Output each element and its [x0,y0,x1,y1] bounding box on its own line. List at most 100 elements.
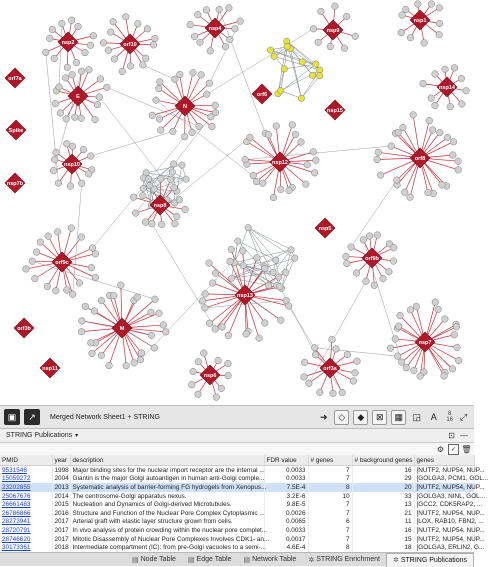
protein-node[interactable] [350,378,357,385]
protein-node[interactable] [172,220,179,227]
protein-node[interactable] [449,366,456,373]
protein-node[interactable] [262,320,269,327]
protein-node[interactable] [92,250,99,257]
protein-node[interactable] [212,102,219,109]
protein-node[interactable] [451,65,458,72]
protein-node[interactable] [332,3,339,10]
protein-node[interactable] [436,5,443,12]
viral-protein-hub[interactable]: nsp2 [58,32,78,52]
protein-node[interactable] [167,176,174,183]
protein-node[interactable] [453,324,460,331]
viral-protein-hub[interactable]: nsp15 [325,100,345,120]
checkbox-icon[interactable]: ✓ [448,444,459,455]
protein-node[interactable] [206,260,213,267]
protein-node[interactable] [266,282,272,288]
protein-node[interactable] [62,75,69,82]
protein-node[interactable] [189,129,196,136]
protein-node[interactable] [78,68,85,75]
protein-node[interactable] [317,389,324,396]
protein-node[interactable] [170,128,177,135]
protein-node[interactable] [190,368,197,375]
protein-node[interactable] [265,131,272,138]
protein-node[interactable] [312,344,319,351]
protein-node[interactable] [402,6,409,13]
protein-node[interactable] [63,116,70,123]
protein-node[interactable] [156,116,163,123]
protein-node[interactable] [104,84,111,91]
protein-node[interactable] [67,183,74,190]
protein-node[interactable] [450,152,457,159]
protein-node[interactable] [160,322,167,329]
protein-node[interactable] [206,80,213,87]
protein-node[interactable] [87,42,94,49]
protein-node[interactable] [455,357,462,364]
protein-node[interactable] [292,255,298,261]
protein-node[interactable] [313,157,320,164]
protein-node[interactable] [212,270,219,277]
interaction-edge[interactable] [315,348,398,356]
protein-node[interactable] [50,167,57,174]
protein-node[interactable] [216,6,223,13]
protein-node[interactable] [68,225,75,232]
protein-node[interactable] [344,351,351,358]
protein-node[interactable] [317,67,323,73]
viral-protein-hub[interactable]: nsp6 [200,365,220,385]
protein-node[interactable] [119,68,126,75]
protein-node[interactable] [375,149,382,156]
protein-node[interactable] [123,362,130,369]
grid-mode-icon[interactable]: ▦ [391,410,406,425]
protein-node[interactable] [458,75,465,82]
col-header-year[interactable]: year [52,455,70,466]
protein-node[interactable] [420,80,427,87]
protein-node[interactable] [45,233,52,240]
protein-node[interactable] [253,178,260,185]
protein-node[interactable] [69,143,76,150]
protein-node[interactable] [32,275,39,282]
interaction-edge[interactable] [99,97,179,200]
protein-node[interactable] [436,129,443,136]
protein-node[interactable] [363,278,370,285]
interaction-edge[interactable] [248,228,276,260]
protein-node[interactable] [267,47,273,53]
protein-node[interactable] [153,97,160,104]
protein-node[interactable] [92,274,99,281]
viral-protein-hub[interactable]: nsp13 [235,285,255,305]
protein-node[interactable] [380,275,387,282]
protein-node[interactable] [311,170,318,177]
protein-node[interactable] [426,117,433,124]
protein-node[interactable] [158,221,165,228]
interaction-edge[interactable] [284,64,315,69]
protein-node[interactable] [75,23,82,30]
protein-node[interactable] [138,350,145,357]
protein-node[interactable] [23,266,30,273]
protein-node[interactable] [386,268,393,275]
protein-node[interactable] [429,127,436,134]
protein-node[interactable] [131,360,138,367]
protein-node[interactable] [170,161,176,167]
viral-protein-hub[interactable]: nsp11 [40,358,60,378]
protein-node[interactable] [455,167,462,174]
panel-menu-caret[interactable]: ▾ [75,432,78,439]
tab-string-enrichment[interactable]: ✲STRING Enrichment [302,553,386,566]
protein-node[interactable] [52,100,59,107]
protein-node[interactable] [179,162,185,168]
protein-node[interactable] [262,265,269,272]
protein-node[interactable] [204,91,211,98]
protein-node[interactable] [348,244,355,251]
protein-node[interactable] [88,264,95,271]
protein-node[interactable] [339,389,346,396]
protein-node[interactable] [130,194,137,201]
interaction-edge[interactable] [207,29,314,94]
protein-node[interactable] [137,356,144,363]
protein-node[interactable] [37,239,44,246]
protein-node[interactable] [213,394,220,401]
interaction-edge[interactable] [140,251,242,360]
protein-node[interactable] [243,331,250,338]
interaction-edge[interactable] [351,180,397,247]
protein-node[interactable] [46,35,53,42]
protein-node[interactable] [140,185,146,191]
